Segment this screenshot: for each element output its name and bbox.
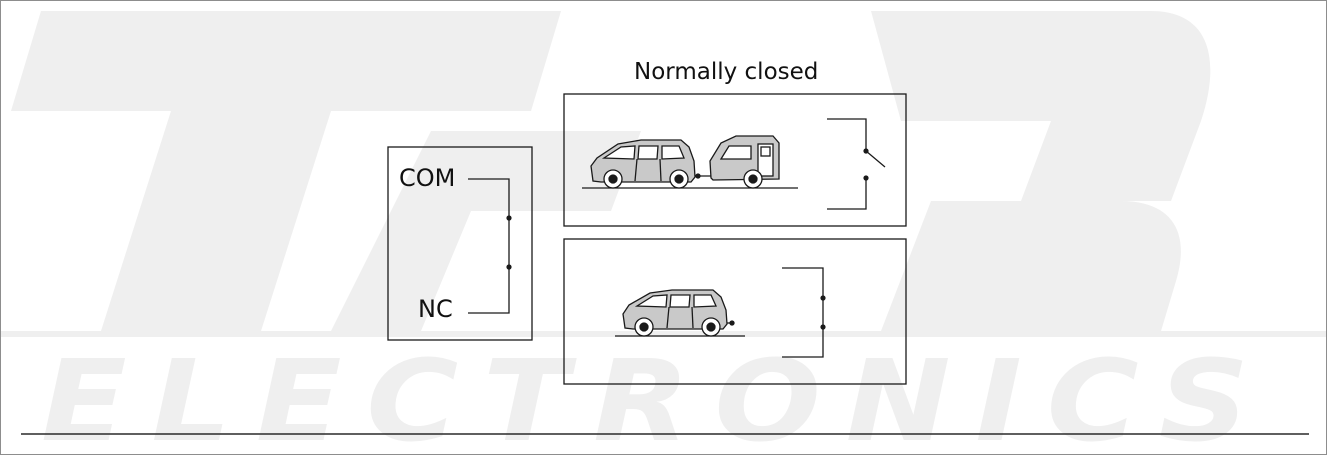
watermark-s-shape [871, 11, 1211, 201]
car-window-front [601, 145, 636, 160]
car-with-trailer-icon [590, 135, 780, 189]
watermark-t-stem [101, 111, 331, 331]
switch-open-contact-upper [863, 148, 869, 154]
switch-closed-symbol [782, 267, 824, 358]
terminal-contact-lower [506, 264, 512, 270]
watermark-s-lower [881, 201, 1181, 331]
car-only-icon [622, 289, 735, 337]
watermark-band [1, 331, 1326, 337]
watermark-brand-text: ELECTRONICS [41, 337, 1274, 455]
car-window-front-b [634, 294, 668, 308]
terminal-wiring [468, 178, 510, 314]
car-window-rear-b [693, 294, 717, 308]
panel-with-trailer [563, 93, 907, 227]
car-window-mid [637, 145, 659, 160]
panel-car-only [563, 238, 907, 385]
terminal-contact-upper [506, 215, 512, 221]
switch-closed-contact-lower [820, 324, 826, 330]
trailer-window [719, 145, 752, 160]
car-window-rear [661, 145, 685, 160]
switch-open-symbol [827, 118, 886, 210]
diagram-title: Normally closed [634, 59, 819, 85]
watermark-t-bar [11, 11, 561, 111]
nc-terminal-label: NC [418, 295, 453, 323]
switch-closed-contact-upper [820, 295, 826, 301]
com-terminal-label: COM [399, 164, 456, 192]
trailer-door-window [760, 146, 771, 157]
switch-open-contact-lower [863, 175, 869, 181]
car-window-mid-b [669, 294, 691, 308]
terminal-box [387, 146, 533, 341]
